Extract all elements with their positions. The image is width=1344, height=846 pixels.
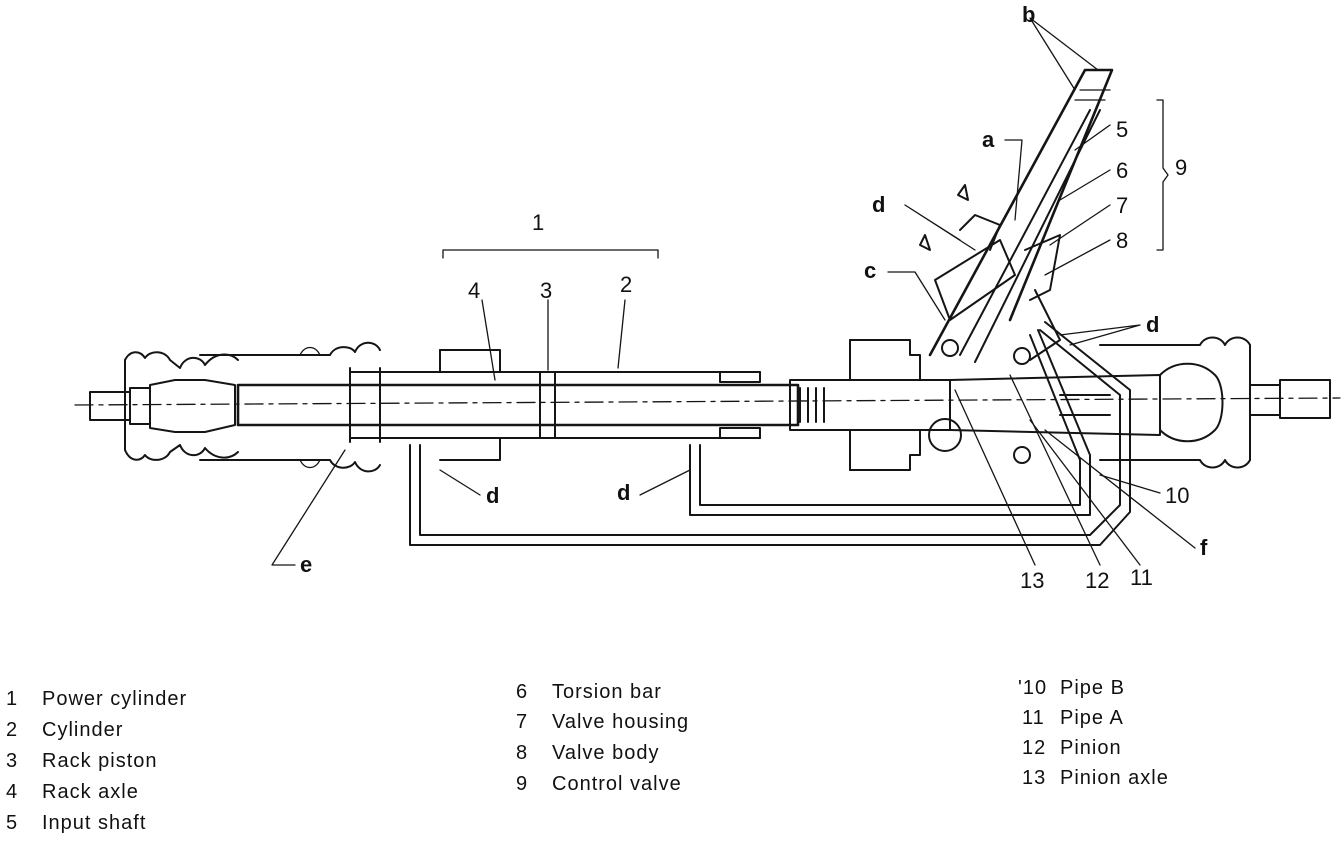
legend-label: Cylinder xyxy=(42,719,124,741)
callout-6: 6 xyxy=(1116,158,1128,183)
legend-item: 5 Input shaft xyxy=(6,812,146,835)
pipe-a-and-b xyxy=(409,321,1131,546)
legend-number: 8 xyxy=(516,742,529,764)
legend-number: '10 xyxy=(1018,677,1048,699)
callout-7: 7 xyxy=(1116,193,1128,218)
legend-label: Input shaft xyxy=(42,812,147,834)
legend-item: 11 Pipe A xyxy=(1022,707,1124,730)
callout-d-right: d xyxy=(1146,312,1159,337)
legend-number: 12 xyxy=(1022,737,1047,759)
callout-a: a xyxy=(982,127,995,152)
rack-housing xyxy=(236,349,800,461)
legend-label: Pipe A xyxy=(1060,707,1124,729)
callout-12: 12 xyxy=(1085,568,1109,593)
legend-number: 7 xyxy=(516,711,529,733)
legend-number: 13 xyxy=(1022,767,1047,789)
legend-item: 12 Pinion xyxy=(1022,737,1122,760)
legend-item: 7 Valve housing xyxy=(516,711,689,734)
legend-item: 4 Rack axle xyxy=(6,781,139,804)
callout-11: 11 xyxy=(1130,565,1153,590)
left-boot xyxy=(124,341,381,473)
legend-item: 2 Cylinder xyxy=(6,719,123,742)
legend-label: Rack piston xyxy=(42,750,158,772)
pinion-housing xyxy=(789,339,1161,471)
legend-item: 13 Pinion axle xyxy=(1022,767,1169,790)
legend-label: Pipe B xyxy=(1060,677,1125,699)
callout-d-mid: d xyxy=(617,480,630,505)
legend-number: 11 xyxy=(1022,707,1045,729)
legend-label: Torsion bar xyxy=(552,681,662,703)
callout-f: f xyxy=(1200,535,1208,560)
right-boot xyxy=(1099,336,1331,469)
legend-label: Power cylinder xyxy=(42,688,188,710)
callout-d-top: d xyxy=(872,192,885,217)
legend-number: 9 xyxy=(516,773,529,795)
legend-label: Control valve xyxy=(552,773,682,795)
callout-c: c xyxy=(864,258,876,283)
legend-item: 9 Control valve xyxy=(516,773,682,796)
legend-label: Valve housing xyxy=(552,711,690,733)
callout-e: e xyxy=(300,552,312,577)
callout-4: 4 xyxy=(468,278,480,303)
legend-item: '10 Pipe B xyxy=(1018,677,1125,700)
callout-10: 10 xyxy=(1165,483,1189,508)
legend-label: Pinion xyxy=(1060,737,1122,759)
callout-b: b xyxy=(1022,2,1035,27)
callout-d-left: d xyxy=(486,483,499,508)
legend-label: Rack axle xyxy=(42,781,139,803)
legend-number: 5 xyxy=(6,812,19,834)
leader-lines xyxy=(271,17,1196,566)
legend-number: 4 xyxy=(6,781,19,803)
callout-2: 2 xyxy=(620,272,632,297)
left-tie-rod xyxy=(89,379,236,433)
legend-item: 6 Torsion bar xyxy=(516,681,662,704)
legend-item: 3 Rack piston xyxy=(6,750,158,773)
callout-13: 13 xyxy=(1020,568,1044,593)
legend-number: 2 xyxy=(6,719,19,741)
callout-9: 9 xyxy=(1175,155,1187,180)
legend-number: 6 xyxy=(516,681,529,703)
legend-number: 3 xyxy=(6,750,19,772)
legend-number: 1 xyxy=(6,688,19,710)
legend-item: 1 Power cylinder xyxy=(6,688,187,711)
callout-3: 3 xyxy=(540,278,552,303)
callout-5: 5 xyxy=(1116,117,1128,142)
callout-8: 8 xyxy=(1116,228,1128,253)
legend-label: Valve body xyxy=(552,742,660,764)
legend-item: 8 Valve body xyxy=(516,742,659,765)
legend-label: Pinion axle xyxy=(1060,767,1169,789)
callout-1: 1 xyxy=(532,210,544,235)
